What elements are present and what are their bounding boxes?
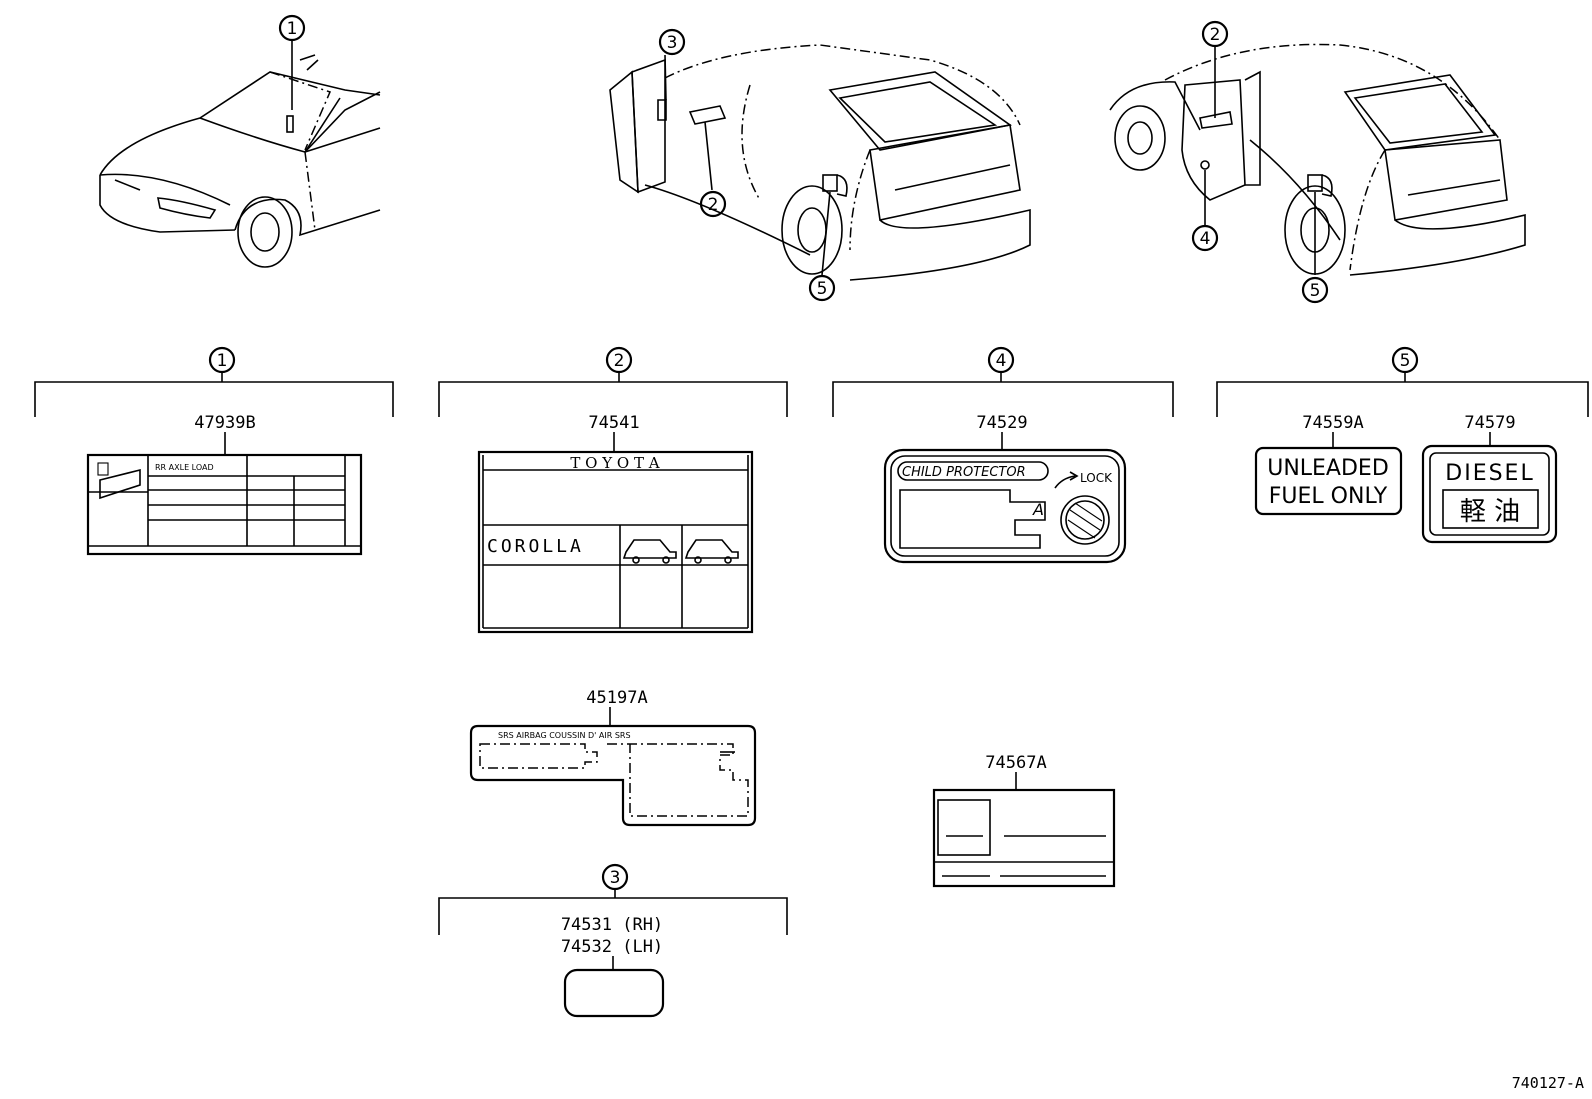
- group-2: 2 74541 T O Y O T A COROLLA: [438, 346, 788, 634]
- figure-code: 740127-A: [1512, 1074, 1584, 1092]
- door-label-shape: [563, 968, 665, 1018]
- axle-load-text: RR AXLE LOAD: [155, 463, 214, 472]
- unleaded-line-1: UNLEADED: [1267, 456, 1389, 481]
- car-front-load-icon: [622, 539, 677, 564]
- rear-right-callout-2: 2: [1210, 25, 1221, 45]
- rear-right-callout-5: 5: [1310, 281, 1321, 301]
- part-45197A: 45197A: [586, 688, 647, 708]
- rear-right-car-view: 2 4 5: [1109, 20, 1526, 304]
- rear-left-callout-2: 2: [708, 195, 719, 215]
- brand-text: T O Y O T A: [570, 454, 659, 472]
- group-3: 3 74531 (RH) 74532 (LH): [438, 863, 788, 1018]
- group-5-number: 5: [1400, 351, 1411, 371]
- rear-left-callout-3: 3: [667, 33, 678, 53]
- rear-left-car-view: 3 2 5: [609, 28, 1031, 302]
- group-1-number: 1: [217, 351, 228, 371]
- child-protector-label: CHILD PROTECTOR LOCK A: [883, 448, 1127, 564]
- group-4: 4 74529 CHILD PROTECTOR LOCK A: [832, 346, 1174, 564]
- part-74531-rh: 74531 (RH): [561, 915, 663, 935]
- part-74559A: 74559A: [1302, 413, 1363, 433]
- model-text: COROLLA: [487, 536, 584, 557]
- rear-left-callout-5: 5: [817, 279, 828, 299]
- label-74567A-group: 74567A: [932, 753, 1116, 888]
- front-view-callout-1: 1: [287, 19, 298, 39]
- unleaded-line-2: FUEL ONLY: [1269, 484, 1388, 509]
- toyota-corolla-label: T O Y O T A COROLLA: [477, 450, 754, 634]
- letter-a: A: [1032, 500, 1044, 519]
- child-protector-text: CHILD PROTECTOR: [902, 465, 1026, 480]
- group-4-number: 4: [996, 351, 1007, 371]
- axle-load-label: RR AXLE LOAD: [86, 453, 363, 556]
- diesel-line-1: DIESEL: [1445, 461, 1534, 486]
- part-74579: 74579: [1464, 413, 1515, 433]
- group-2-number: 2: [614, 351, 625, 371]
- lock-text: LOCK: [1080, 471, 1113, 485]
- airbag-text: SRS AIRBAG COUSSIN D' AIR SRS: [498, 731, 631, 740]
- rear-right-callout-4: 4: [1200, 229, 1211, 249]
- part-74529: 74529: [976, 413, 1027, 433]
- part-74541: 74541: [588, 413, 639, 433]
- unleaded-fuel-label: UNLEADED FUEL ONLY: [1254, 446, 1403, 516]
- diesel-line-2: 軽 油: [1460, 497, 1520, 527]
- part-74532-lh: 74532 (LH): [561, 937, 663, 957]
- car-rear-load-icon: [684, 539, 739, 564]
- airbag-label-group: 45197A SRS AIRBAG COUSSIN D' AIR SRS: [469, 688, 757, 827]
- group-3-number: 3: [610, 868, 621, 888]
- part-74567A: 74567A: [985, 753, 1046, 773]
- group-1: 1 47939B RR AXLE LOAD: [34, 346, 394, 556]
- diesel-label: DIESEL 軽 油: [1421, 444, 1558, 544]
- front-car-view: 1: [99, 14, 381, 268]
- part-47939B: 47939B: [194, 413, 255, 433]
- group-5: 5 74559A 74579 UNLEADED FUEL ONLY DIESEL…: [1216, 346, 1589, 544]
